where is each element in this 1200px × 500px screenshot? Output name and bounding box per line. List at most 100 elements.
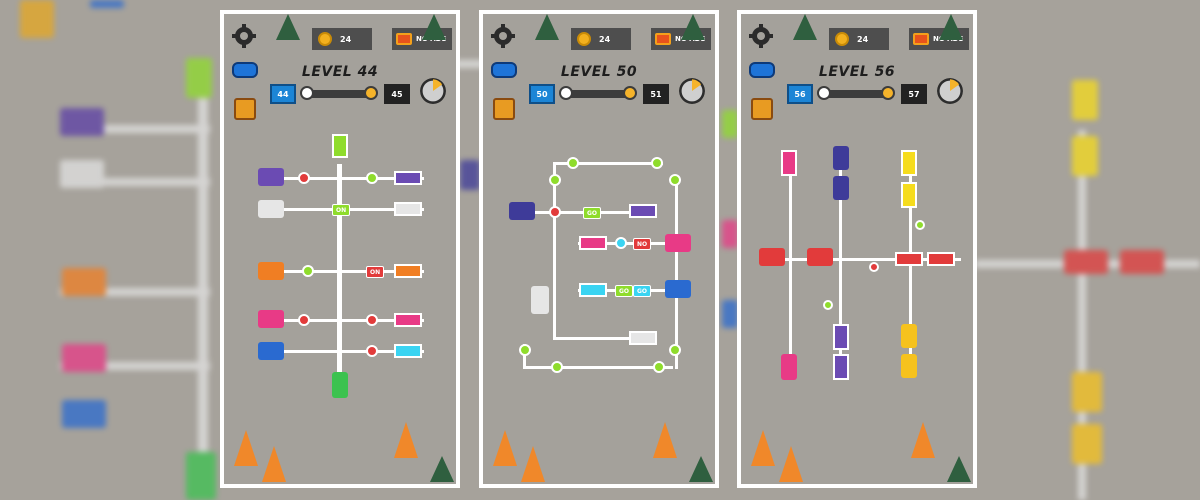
coin-counter: 24 <box>829 28 889 50</box>
go-node[interactable] <box>551 361 563 373</box>
signal-on[interactable]: ON <box>332 204 351 216</box>
tree-orange <box>521 446 545 482</box>
vehicle-navy[interactable] <box>833 176 849 200</box>
tree-orange <box>751 430 775 466</box>
car-icon[interactable] <box>232 62 258 78</box>
level-progress-bar <box>821 90 891 98</box>
coin-icon <box>835 32 849 46</box>
parking-spot-purple <box>833 354 849 380</box>
road-row-b <box>578 242 678 245</box>
road-row-a <box>523 211 633 214</box>
go-node[interactable] <box>366 172 378 184</box>
tree-orange <box>493 430 517 466</box>
vehicle-red[interactable] <box>759 248 785 266</box>
tree-snowy <box>947 456 971 482</box>
road-inner-left <box>553 202 556 340</box>
car-icon[interactable] <box>491 62 517 78</box>
vehicle-red[interactable] <box>807 248 833 266</box>
parking-spot-purple <box>833 324 849 350</box>
game-screen: 24 NO ADS LEVEL 44 44 45 <box>224 14 456 484</box>
next-level-badge: 57 <box>901 84 927 104</box>
progress-end-marker <box>881 86 895 100</box>
screenshot-panel-level-56: 24 NO ADS LEVEL 56 56 57 <box>737 10 977 488</box>
vehicle-purple[interactable] <box>258 168 284 186</box>
go-node[interactable] <box>651 157 663 169</box>
vehicle-yellow[interactable] <box>901 354 917 378</box>
vehicle-navy[interactable] <box>509 202 535 220</box>
go-node[interactable] <box>519 344 531 356</box>
stop-node[interactable] <box>549 206 561 218</box>
tree-snowy <box>939 14 963 40</box>
go-node[interactable] <box>823 300 833 310</box>
road-row-5 <box>274 350 424 353</box>
gear-icon[interactable] <box>491 24 515 48</box>
parking-spot-pink <box>394 313 422 327</box>
vehicle-pink[interactable] <box>258 310 284 328</box>
tree-snowy <box>681 14 705 40</box>
vehicle-blue[interactable] <box>258 342 284 360</box>
stop-node[interactable] <box>298 172 310 184</box>
vehicle-orange[interactable] <box>258 262 284 280</box>
go-node[interactable] <box>302 265 314 277</box>
cyan-node[interactable] <box>615 237 627 249</box>
stop-node[interactable] <box>366 314 378 326</box>
next-level-badge: 45 <box>384 84 410 104</box>
vehicle-white[interactable] <box>258 200 284 218</box>
tree-snowy <box>793 14 817 40</box>
timer-icon <box>937 78 963 104</box>
tree-orange <box>394 422 418 458</box>
current-level-badge: 56 <box>787 84 813 104</box>
go-node[interactable] <box>669 344 681 356</box>
go-node[interactable] <box>653 361 665 373</box>
go-node[interactable] <box>669 174 681 186</box>
chest-icon[interactable] <box>234 98 256 120</box>
tree-orange <box>653 422 677 458</box>
coin-count: 24 <box>599 34 611 44</box>
stop-node[interactable] <box>298 314 310 326</box>
signal-go-2[interactable]: GO <box>615 285 634 297</box>
vehicle-navy[interactable] <box>833 146 849 170</box>
road-row-4 <box>274 319 424 322</box>
road-horizontal <box>761 258 961 261</box>
car-icon[interactable] <box>749 62 775 78</box>
parking-spot-pink <box>781 150 797 176</box>
vehicle-pink[interactable] <box>665 234 691 252</box>
vehicle-yellow[interactable] <box>901 324 917 348</box>
parking-spot-purple <box>394 171 422 185</box>
signal-go-3[interactable]: GO <box>633 285 652 297</box>
signal-no[interactable]: NO <box>633 238 652 250</box>
tv-icon <box>913 33 929 45</box>
road-inner-bottom <box>553 337 633 340</box>
stop-node[interactable] <box>366 345 378 357</box>
level-title: LEVEL 44 <box>301 64 379 80</box>
parking-spot-cyan <box>579 283 607 297</box>
go-node[interactable] <box>915 220 925 230</box>
signal-go[interactable]: GO <box>583 207 602 219</box>
game-screen: 24 NO ADS LEVEL 56 56 57 <box>741 14 973 484</box>
coin-count: 24 <box>857 34 869 44</box>
next-level-badge: 51 <box>643 84 669 104</box>
vehicle-pink[interactable] <box>781 354 797 380</box>
gear-icon[interactable] <box>232 24 256 48</box>
tree-orange <box>911 422 935 458</box>
progress-start-marker <box>817 86 831 100</box>
go-node[interactable] <box>549 174 561 186</box>
gear-icon[interactable] <box>749 24 773 48</box>
vehicle-green[interactable] <box>332 372 348 398</box>
go-node[interactable] <box>567 157 579 169</box>
vehicle-blue[interactable] <box>665 280 691 298</box>
vehicle-white[interactable] <box>531 286 549 314</box>
progress-start-marker <box>559 86 573 100</box>
chest-icon[interactable] <box>751 98 773 120</box>
road-loop-right <box>675 179 678 369</box>
chest-icon[interactable] <box>493 98 515 120</box>
level-title: LEVEL 50 <box>560 64 638 80</box>
road-loop-bottom <box>523 366 673 369</box>
stop-node[interactable] <box>869 262 879 272</box>
tv-icon <box>655 33 671 45</box>
parking-spot-pink <box>579 236 607 250</box>
signal-on-red[interactable]: ON <box>366 266 385 278</box>
progress-end-marker <box>364 86 378 100</box>
tree-snowy <box>535 14 559 40</box>
screenshot-panel-level-50: 24 NO ADS LEVEL 50 50 51 <box>479 10 719 488</box>
